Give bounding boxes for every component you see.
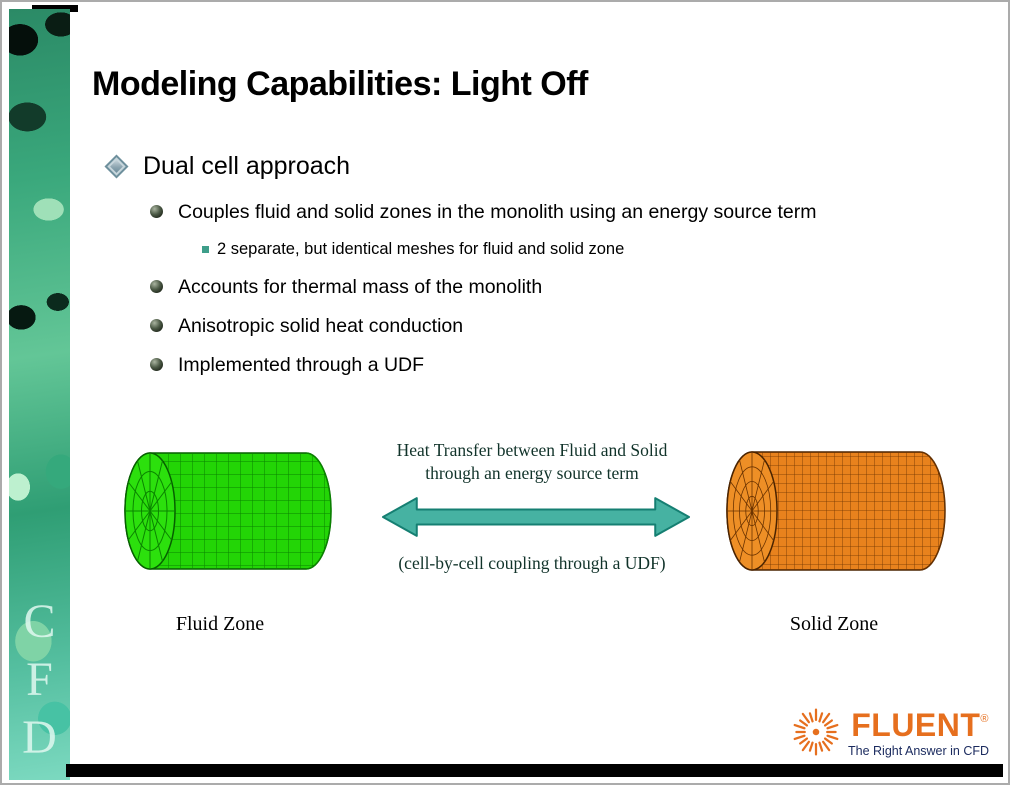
bullet-text: Anisotropic solid heat conduction [178,315,464,337]
bullet-list: Dual cell approach Couples fluid and sol… [102,152,972,389]
list-item: Implemented through a UDF [150,350,972,380]
registered-mark: ® [980,713,990,725]
page-title: Modeling Capabilities: Light Off [92,64,588,103]
bullet-text: 2 separate, but identical meshes for flu… [217,240,625,258]
diamond-bullet-icon [104,154,129,179]
bullet-text: Implemented through a UDF [178,354,425,376]
arrow-caption-top: Heat Transfer between Fluid and Solid th… [342,439,722,485]
fluid-zone-cylinder [120,448,336,574]
double-arrow-icon [381,495,691,539]
solid-zone-cylinder [722,447,950,575]
bullet-text: Couples fluid and solid zones in the mon… [178,201,817,223]
sidebar-letter: D [22,711,57,764]
sidebar-cfd-text: C F D [9,594,70,766]
bullet-text: Dual cell approach [143,152,351,180]
arrow-caption-bottom: (cell-by-cell coupling through a UDF) [398,553,666,573]
list-item: 2 separate, but identical meshes for flu… [202,236,972,262]
list-item: Couples fluid and solid zones in the mon… [150,197,972,227]
caption-line: Heat Transfer between Fluid and Solid [396,440,668,460]
sidebar-letter: C [23,595,56,648]
logo-tagline: The Right Answer in CFD [848,744,990,758]
list-item: Anisotropic solid heat conduction [150,311,972,341]
sphere-bullet-icon [150,319,163,332]
starburst-icon [793,708,839,756]
bottom-accent-bar [66,764,1003,777]
sphere-bullet-icon [150,358,163,371]
solid-zone-label: Solid Zone [789,613,879,635]
sidebar-artwork: C F D [9,9,70,780]
sphere-bullet-icon [150,205,163,218]
sidebar-letter: F [26,653,53,706]
list-item: Dual cell approach [102,152,972,181]
fluent-logo: FLUENT® The Right Answer in CFD [788,702,989,760]
sphere-bullet-icon [150,280,163,293]
caption-line: through an energy source term [425,463,639,483]
bullet-text: Accounts for thermal mass of the monolit… [178,276,543,298]
square-bullet-icon [202,246,209,253]
list-item: Accounts for thermal mass of the monolit… [150,272,972,302]
top-accent-bar [32,5,78,12]
fluent-wordmark: FLUENT® [851,702,989,742]
brand-text: FLUENT [851,707,981,743]
fluid-zone-label: Fluid Zone [175,613,265,635]
